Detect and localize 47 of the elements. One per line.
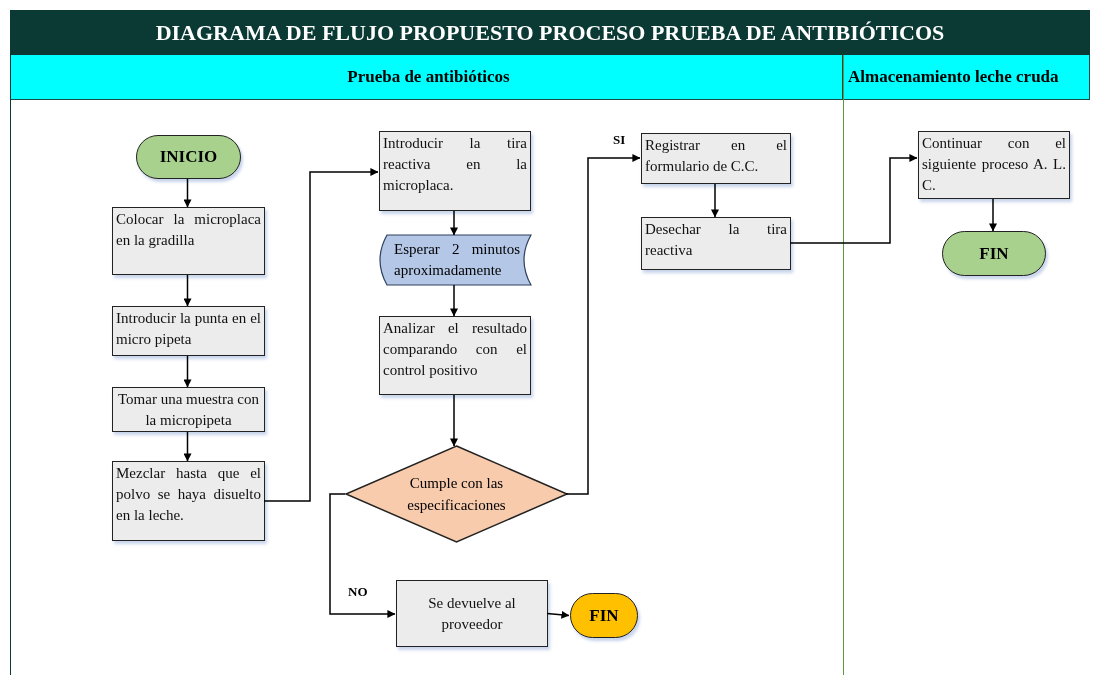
process-box xyxy=(379,316,531,395)
node-text: Esperar 2 minutos aproximadamente xyxy=(394,240,520,280)
terminal-pill xyxy=(942,231,1046,276)
arrow xyxy=(711,183,719,218)
arrow xyxy=(183,431,192,462)
arrow xyxy=(183,355,192,388)
node-text: Desechar la tira reactiva xyxy=(645,220,787,260)
arrow xyxy=(989,198,997,232)
node-text: Tomar una muestra con la micropipeta xyxy=(117,389,260,430)
arrow xyxy=(263,168,379,502)
process-box xyxy=(641,217,791,270)
swimlane xyxy=(843,55,1090,675)
arrow xyxy=(450,284,458,317)
terminal-pill xyxy=(136,135,241,179)
node-text: Analizar el resultado comparando con el control positivo xyxy=(383,319,527,380)
diagram-title: DIAGRAMA DE FLUJO PROPUESTO PROCESO PRUEBA DE ANTIBIÓTICOS xyxy=(10,10,1090,55)
arrow xyxy=(450,394,458,447)
arrow xyxy=(183,274,192,307)
process-box xyxy=(112,461,265,541)
process-box xyxy=(396,580,548,647)
terminal-label: INICIO xyxy=(158,147,219,167)
node-text: Cumple con las especificaciones xyxy=(406,474,507,515)
node-text: Introducir la tira reactiva en la microplaca. xyxy=(383,134,527,195)
decision-diamond xyxy=(346,446,567,542)
node-text: Se devuelve al proveedor xyxy=(427,593,517,634)
arrow xyxy=(789,154,918,244)
delay-shape xyxy=(379,235,531,285)
terminal-pill xyxy=(570,593,638,638)
lane-title: Prueba de antibióticos xyxy=(347,67,510,87)
arrow xyxy=(329,493,396,618)
lane-title: Almacenamiento leche cruda xyxy=(848,67,1059,87)
arrow xyxy=(546,610,570,619)
node-text: Colocar la microplaca en la gradilla xyxy=(116,210,261,250)
process-box xyxy=(112,207,265,275)
node-text: Registrar en el formulario de C.C. xyxy=(645,136,787,176)
arrow xyxy=(183,178,192,208)
process-box xyxy=(379,131,531,211)
node-text: Continuar con el siguiente proceso A. L. C. xyxy=(922,134,1066,195)
node-text: Mezclar hasta que el polvo se haya disuelto en la leche. xyxy=(116,464,261,525)
arrow xyxy=(450,210,458,236)
node-text: Introducir la punta en el micro pipeta xyxy=(116,309,261,349)
terminal-label: FIN xyxy=(978,243,1010,264)
swimlane xyxy=(10,55,843,675)
process-box xyxy=(641,133,791,184)
process-box xyxy=(112,306,265,356)
arrow xyxy=(565,154,641,495)
terminal-label: FIN xyxy=(588,605,620,626)
